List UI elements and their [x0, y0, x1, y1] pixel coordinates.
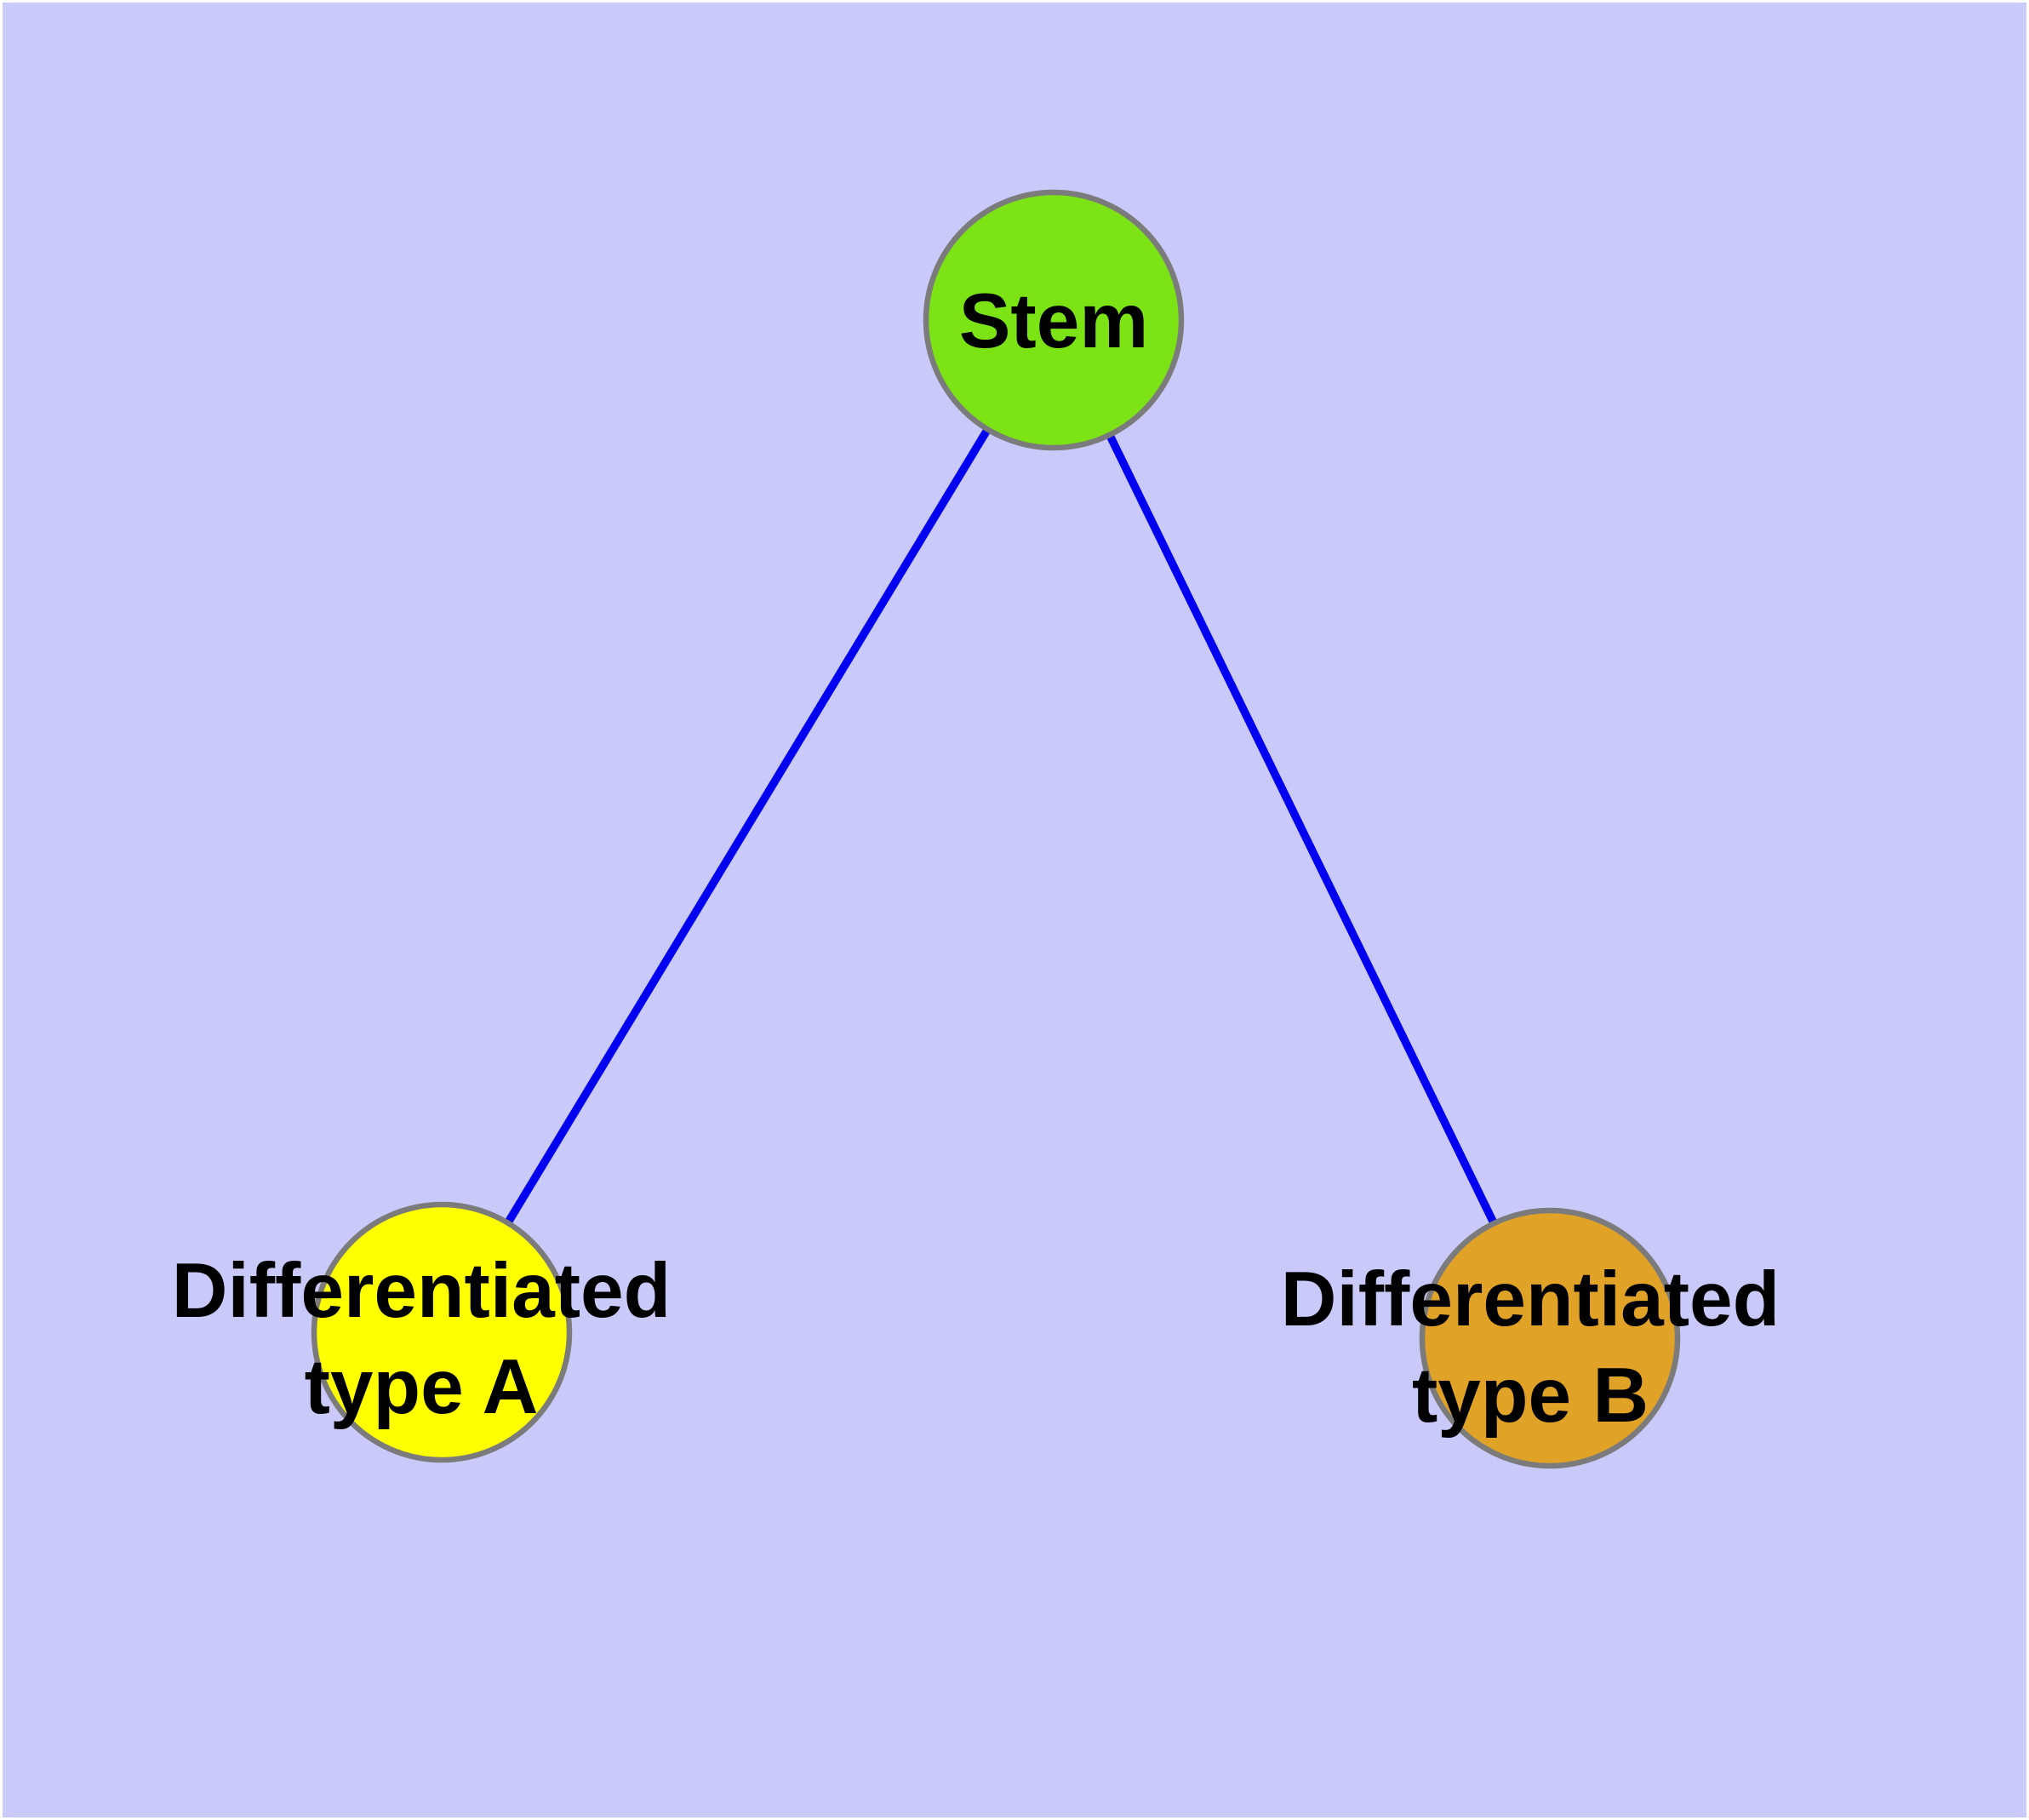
- node-differentiated-type-a-circle[interactable]: [311, 1201, 573, 1463]
- node-differentiated-type-b-label-line2: type B: [1412, 1353, 1649, 1439]
- edge-stem-to-differentiated-type-a: [437, 318, 1058, 1335]
- node-stem[interactable]: Stem: [923, 189, 1185, 451]
- node-differentiated-type-a-label-line2: type A: [305, 1344, 539, 1430]
- node-stem-circle[interactable]: [923, 189, 1185, 451]
- node-differentiated-type-a-label-line1: Differentiated: [172, 1248, 672, 1334]
- edges: [437, 318, 1554, 1341]
- node-stem-label: Stem: [959, 278, 1149, 364]
- node-differentiated-type-b[interactable]: Differentiated type B: [1281, 1207, 1780, 1469]
- edge-stem-to-differentiated-type-b: [1049, 318, 1554, 1341]
- node-differentiated-type-a[interactable]: Differentiated type A: [172, 1201, 672, 1463]
- node-differentiated-type-b-circle[interactable]: [1419, 1207, 1681, 1469]
- node-differentiated-type-b-label-line1: Differentiated: [1281, 1256, 1780, 1342]
